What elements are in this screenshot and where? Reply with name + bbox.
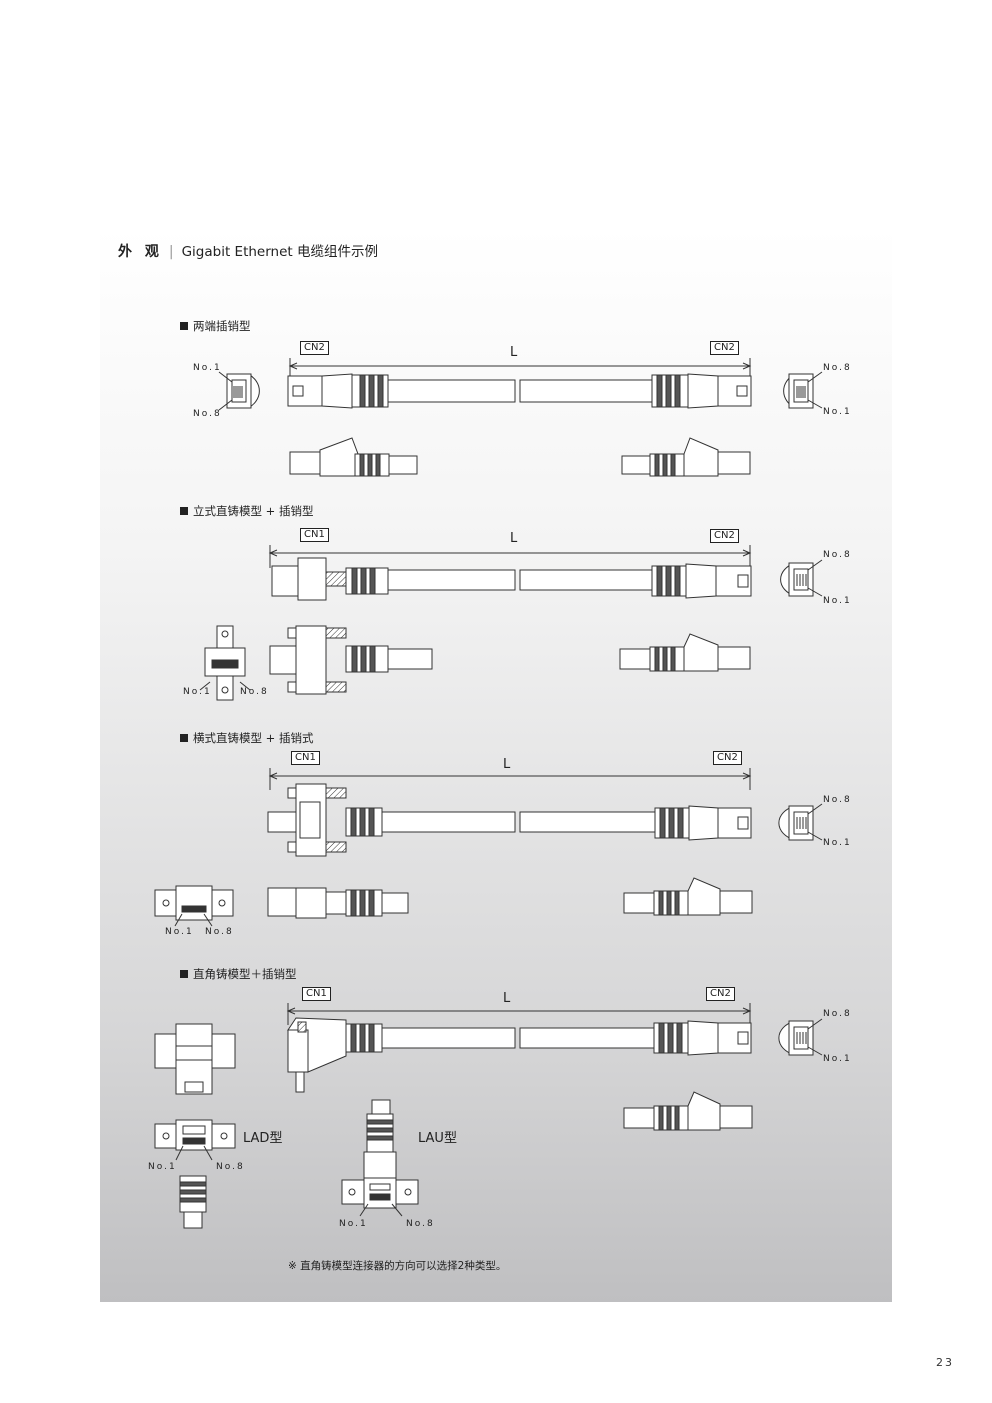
pin1-label: No.1 <box>148 1162 177 1172</box>
cable-side-view-4 <box>623 1091 753 1131</box>
lau-connector-view <box>341 1099 419 1217</box>
pin8-label: No.8 <box>193 409 222 419</box>
dimension-line-4 <box>286 1003 752 1025</box>
length-label-4: L <box>503 991 511 1006</box>
pin1-label: No.1 <box>823 838 852 848</box>
header-subtitle: Gigabit Ethernet 电缆组件示例 <box>181 244 378 260</box>
pin1-label: No.1 <box>339 1219 368 1229</box>
pin8-label: No.8 <box>823 550 852 560</box>
pin1-label: No.1 <box>823 596 852 606</box>
header-title: 外 观 <box>118 244 163 260</box>
bullet-square-icon <box>180 322 188 330</box>
page-header: 外 观 | Gigabit Ethernet 电缆组件示例 <box>118 240 378 261</box>
right-angle-connector-front-view <box>154 1023 236 1095</box>
connector-tag-3-left: CN1 <box>291 751 320 765</box>
lad-connector-view <box>154 1119 236 1229</box>
rj45-end-view-icon <box>780 559 823 597</box>
pin8-label: No.8 <box>205 927 234 937</box>
section-title-1: 两端插销型 <box>180 318 251 334</box>
pin8-label: No.8 <box>823 1009 852 1019</box>
dimension-line-3 <box>268 768 752 790</box>
section-title-2: 立式直铸模型 + 插销型 <box>180 503 313 519</box>
section-title-3: 横式直铸模型 + 插销式 <box>180 730 313 746</box>
pin1-label: No.1 <box>823 1054 852 1064</box>
pin8-label: No.8 <box>216 1162 245 1172</box>
pin1-label: No.1 <box>193 363 222 373</box>
rj45-end-view-icon <box>778 803 823 841</box>
connector-tag-4-right: CN2 <box>706 987 735 1001</box>
bullet-square-icon <box>180 507 188 515</box>
dimension-line-2 <box>268 545 752 568</box>
cable-top-view-3 <box>267 783 752 857</box>
rj45-end-view-icon <box>783 371 823 409</box>
pin8-label: No.8 <box>240 687 269 697</box>
pin1-label: No.1 <box>823 407 852 417</box>
cable-top-view-1 <box>287 373 752 409</box>
lau-type-label: LAU型 <box>418 1131 457 1146</box>
connector-tag-2-right: CN2 <box>710 529 739 543</box>
cable-side-view-3 <box>267 877 753 919</box>
header-separator: | <box>168 244 174 260</box>
pin8-label: No.8 <box>406 1219 435 1229</box>
page-number: 23 <box>936 1356 954 1369</box>
bullet-square-icon <box>180 970 188 978</box>
bullet-square-icon <box>180 734 188 742</box>
cable-top-view-4 <box>287 1017 752 1093</box>
cable-side-view-1 <box>289 437 751 477</box>
cable-side-view-2 <box>269 625 751 695</box>
flange-front-view <box>154 885 234 927</box>
connector-tag-1-left: CN2 <box>300 341 329 355</box>
footnote: ※ 直角铸模型连接器的方向可以选择2种类型。 <box>288 1260 507 1272</box>
connector-tag-1-right: CN2 <box>710 341 739 355</box>
connector-tag-3-right: CN2 <box>713 751 742 765</box>
pin8-label: No.8 <box>823 795 852 805</box>
connector-tag-4-left: CN1 <box>302 987 331 1001</box>
length-label-3: L <box>503 757 511 772</box>
flange-front-view <box>199 625 251 701</box>
pin1-label: No.1 <box>165 927 194 937</box>
cable-top-view-2 <box>271 557 752 601</box>
rj45-end-view-icon <box>778 1018 823 1056</box>
pin8-label: No.8 <box>823 363 852 373</box>
length-label-1: L <box>510 345 518 360</box>
pin1-label: No.1 <box>183 687 212 697</box>
length-label-2: L <box>510 531 518 546</box>
connector-tag-2-left: CN1 <box>300 528 329 542</box>
lad-type-label: LAD型 <box>243 1131 283 1146</box>
section-title-4: 直角铸模型＋插销型 <box>180 966 297 982</box>
rj45-end-view-icon <box>218 371 260 411</box>
